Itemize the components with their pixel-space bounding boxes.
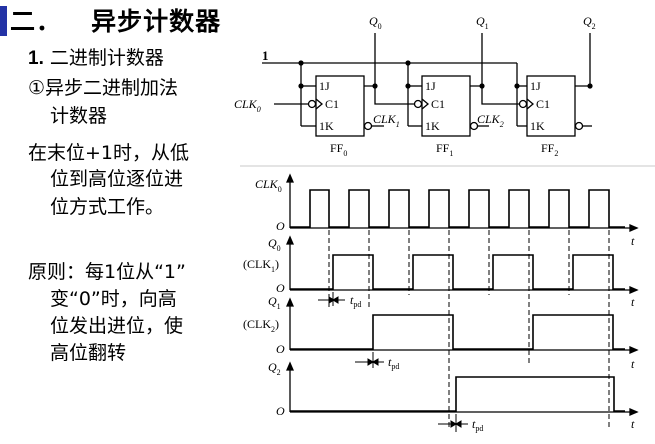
clk2-wire: [481, 86, 519, 105]
timing-q2-label: Q2: [268, 360, 281, 377]
ff2-k-pin: 1K: [530, 119, 545, 133]
timing-q0-label: Q0: [268, 236, 281, 253]
item-line-1: ①异步二进制加法: [28, 77, 179, 99]
q2-zero-label: O: [276, 404, 285, 418]
clk0-zero-label: O: [276, 219, 285, 233]
q0-waveform: [290, 254, 625, 290]
ff0-qbar-bubble: [363, 121, 373, 131]
clk1-input-label: CLK1: [373, 112, 400, 129]
tpd-label-q0: tpd: [350, 293, 361, 309]
ff2-clock-triangle: [526, 98, 535, 110]
title-marker: [0, 6, 7, 36]
subheading-number: 1.: [28, 48, 44, 69]
q2-t-label: t: [631, 417, 635, 431]
ff0-clock-bubble: [307, 99, 317, 109]
clk2-input-label: CLK2: [477, 112, 504, 129]
principle-line-3: 位发出进位，使: [50, 315, 184, 337]
ff1-clock-bubble: [413, 99, 423, 109]
principle-line-1: 原则：每1位从“1”: [28, 261, 186, 283]
timing-q0-alias: (CLK1): [243, 257, 279, 274]
ff0-c-pin: C1: [325, 97, 339, 111]
ff0-clock-triangle: [315, 98, 324, 110]
q1-label: Q1: [476, 14, 489, 31]
principle-line-2: 变“0”时，向高: [50, 288, 177, 310]
q0-output-line: [364, 33, 376, 87]
ff1-name: FF1: [436, 141, 453, 158]
desc-line-2: 位到高位逐位进: [50, 168, 184, 190]
timing-clk0-label: CLK0: [255, 177, 282, 194]
q2-label: Q2: [583, 14, 596, 31]
ff2-qbar-bubble: [574, 121, 584, 131]
principle-line-4: 高位翻转: [50, 342, 127, 364]
ff1-box: [421, 75, 471, 137]
q2-output-line: [575, 33, 591, 87]
q1-t-label: t: [631, 357, 635, 371]
subheading: 1. 二进制计数器: [28, 46, 164, 71]
clk0-input-label: CLK0: [234, 97, 261, 114]
item-line-2: 计数器: [50, 105, 108, 127]
q0-label: Q0: [369, 14, 382, 31]
ff2-c-pin: C1: [536, 97, 550, 111]
ff2-clock-bubble: [518, 99, 528, 109]
ff0-j-pin: 1J: [319, 79, 330, 93]
tpd-markers: [318, 292, 468, 432]
clk0-waveform: [290, 189, 625, 228]
clk1-wire: [374, 86, 414, 105]
ff0-name: FF0: [330, 141, 347, 158]
ff2-box: [526, 75, 576, 137]
ff1-k-pin: 1K: [425, 119, 440, 133]
desc-line-1: 在末位+1时，从低: [28, 142, 190, 164]
ff1-clock-triangle: [421, 98, 430, 110]
subheading-text: 二进制计数器: [43, 47, 164, 69]
q0-zero-label: O: [276, 281, 285, 295]
timing-q1-label: Q1: [268, 294, 281, 311]
desc-line-3: 位方式工作。: [50, 196, 165, 218]
edge-alignment-lines: [328, 190, 610, 430]
ff2-name: FF2: [541, 141, 558, 158]
q1-zero-label: O: [276, 342, 285, 356]
tpd-label-q2: tpd: [472, 417, 483, 433]
slide-title: 二． 异步计数器: [10, 7, 222, 36]
ff0-box: [315, 75, 365, 137]
ff1-c-pin: C1: [431, 97, 445, 111]
q1-waveform: [290, 314, 625, 350]
ff0-k-pin: 1K: [319, 119, 334, 133]
logic-one-label: 1: [262, 48, 269, 63]
clk0-t-label: t: [631, 234, 635, 248]
timing-q1-alias: (CLK2): [243, 317, 279, 334]
ff1-j-pin: 1J: [425, 79, 436, 93]
q2-waveform: [290, 376, 625, 412]
ff2-j-pin: 1J: [530, 79, 541, 93]
tpd-label-q1: tpd: [388, 355, 399, 371]
timing-axes: [286, 173, 639, 416]
q1-output-line: [470, 33, 483, 87]
circuit-junctions: [298, 60, 593, 89]
q0-t-label: t: [631, 295, 635, 309]
